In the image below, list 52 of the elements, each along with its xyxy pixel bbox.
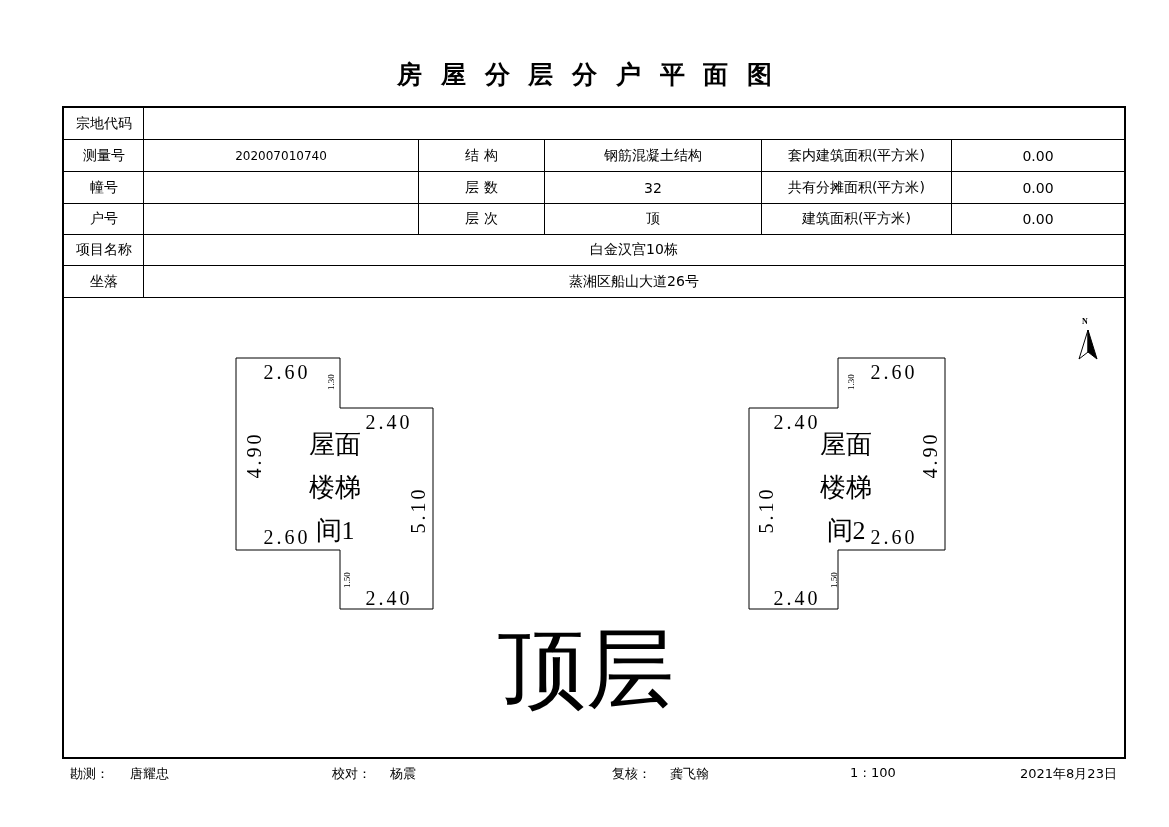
field-label: 校对：: [332, 765, 371, 783]
table-cell: 宗地代码: [64, 108, 144, 140]
table-cell: 共有分摊面积(平方米): [762, 172, 952, 204]
table-cell-text: 蒸湘区船山大道26号: [568, 271, 700, 291]
dimension-label: 2.60: [263, 527, 311, 547]
dimension-label: 4.90: [244, 431, 264, 479]
table-cell: 顶: [545, 204, 762, 235]
dimension-label: 1.30: [326, 374, 336, 390]
footer-text: 唐耀忠: [130, 765, 169, 783]
table-cell: 层 次: [419, 204, 545, 235]
table-cell: 幢号: [64, 172, 144, 204]
dimension-label: 1.50: [342, 572, 352, 588]
dimension-label: 1.50: [829, 572, 839, 588]
table-cell: 0.00: [952, 140, 1124, 172]
footer-text: 2021年8月23日: [1020, 765, 1117, 783]
room-outline: [749, 358, 945, 609]
table-cell: 32: [545, 172, 762, 204]
dimension-label: 2.40: [773, 588, 821, 608]
table-cell: 户号: [64, 204, 144, 235]
table-cell: 钢筋混凝土结构: [545, 140, 762, 172]
dimension-label: 2.40: [365, 412, 413, 432]
dimension-label: 2.60: [870, 362, 918, 382]
table-cell: 项目名称: [64, 235, 144, 266]
dimension-label: 4.90: [920, 431, 940, 479]
dimension-label: 2.40: [773, 412, 821, 432]
north-label: N: [1082, 318, 1088, 326]
table-cell: 202007010740: [144, 140, 419, 172]
table-cell: 白金汉宫10栋: [144, 235, 1124, 266]
table-cell: 层 数: [419, 172, 545, 204]
room-name: 屋面楼梯间2: [819, 428, 872, 547]
title: 房屋分层分户平面图: [396, 59, 792, 91]
field-label: 复核：: [612, 765, 651, 783]
table-cell: 建筑面积(平方米): [762, 204, 952, 235]
floor-label: 顶层: [498, 626, 674, 714]
room-outline: [236, 358, 433, 609]
field-label: 勘测：: [70, 765, 109, 783]
dimension-label: 2.60: [870, 527, 918, 547]
footer-text: 1 : 100: [850, 765, 896, 780]
table-cell: 0.00: [952, 172, 1124, 204]
footer-text: 龚飞翰: [670, 765, 709, 783]
footer-text: 杨震: [390, 765, 416, 783]
room-name: 屋面楼梯间1: [308, 428, 362, 547]
table-cell: 坐落: [64, 266, 144, 297]
table-cell: 结 构: [419, 140, 545, 172]
table-cell: 测量号: [64, 140, 144, 172]
dimension-label: 1.30: [846, 374, 856, 390]
table-cell: 0.00: [952, 204, 1124, 235]
table-cell: 套内建筑面积(平方米): [762, 140, 952, 172]
dimension-label: 2.60: [263, 362, 311, 382]
dimension-label: 5.10: [408, 486, 428, 534]
dimension-label: 5.10: [756, 486, 776, 534]
dimension-label: 2.40: [365, 588, 413, 608]
